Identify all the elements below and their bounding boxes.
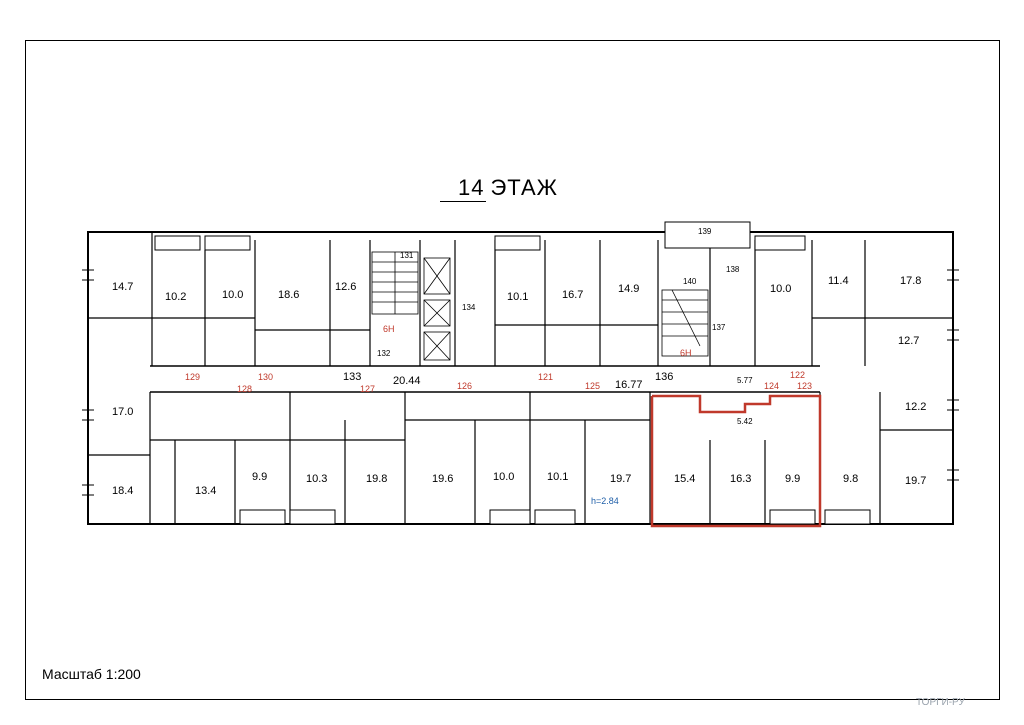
highlight-room-main: 15.4	[674, 473, 695, 485]
room-area: 17.0	[112, 406, 133, 418]
room-area: 10.3	[306, 473, 327, 485]
apartment-number-126: 126	[457, 381, 472, 391]
room-area: 18.6	[278, 289, 299, 301]
room-area: 14.9	[618, 283, 639, 295]
apartment-number-128: 128	[237, 384, 252, 394]
floor-number: 14	[440, 175, 487, 202]
building-outline	[87, 231, 954, 525]
room-area: 10.2	[165, 291, 186, 303]
room-area: 9.9	[252, 471, 267, 483]
room-139-label: 139	[698, 227, 712, 236]
highlighted-apartment-outline	[650, 394, 822, 528]
floor-word: ЭТАЖ	[490, 175, 558, 200]
corridor-right-number: 136	[655, 371, 673, 383]
corridor-number: 133	[343, 371, 361, 383]
drawing-sheet-border	[25, 40, 1000, 700]
apartment-number-122: 122	[790, 370, 805, 380]
room-area: 12.6	[335, 281, 356, 293]
room-area: 9.8	[843, 473, 858, 485]
corridor-length: 20.44	[393, 375, 421, 387]
room-area: 14.7	[112, 281, 133, 293]
room-area: 13.4	[195, 485, 216, 497]
room-138-label: 138	[726, 265, 740, 274]
apartment-number-121: 121	[538, 372, 553, 382]
stair-right	[661, 289, 709, 357]
room-area: 19.8	[366, 473, 387, 485]
room-area: 10.0	[222, 289, 243, 301]
room-area: 12.7	[898, 335, 919, 347]
highlight-room-kitchen: 9.9	[785, 473, 800, 485]
room-area: 12.2	[905, 401, 926, 413]
highlight-room-second: 16.3	[730, 473, 751, 485]
room-area: 10.1	[507, 291, 528, 303]
corridor-right-width: 5.77	[737, 376, 753, 385]
lift-shafts-left	[423, 257, 451, 361]
bottom-partitions	[88, 392, 953, 524]
lift-left-number: 134	[462, 303, 476, 312]
room-area: 18.4	[112, 485, 133, 497]
stair-left	[371, 251, 419, 315]
corridor-right-length: 16.77	[615, 379, 643, 391]
room-132-label: 132	[377, 349, 391, 358]
room-area: 17.8	[900, 275, 921, 287]
room-area: 10.0	[770, 283, 791, 295]
apartment-number-124: 124	[764, 381, 779, 391]
top-partitions	[88, 232, 953, 366]
ceiling-height-note: h=2.84	[591, 496, 619, 506]
shaft-left-label: 6Н	[383, 324, 395, 334]
apartment-number-125: 125	[585, 381, 600, 391]
apartment-number-127: 127	[360, 384, 375, 394]
window-marks	[82, 269, 959, 496]
stair-left-number: 131	[400, 251, 414, 260]
room-area: 10.1	[547, 471, 568, 483]
scale-label: Масштаб 1:200	[42, 666, 141, 682]
room-area: 16.7	[562, 289, 583, 301]
watermark: ТОРГИ-РУ	[916, 697, 965, 708]
apartment-number-129: 129	[185, 372, 200, 382]
lift-right-number: 137	[712, 323, 726, 332]
room-area: 11.4	[828, 275, 849, 287]
shaft-right-label: 6Н	[680, 348, 692, 358]
room-area: 10.0	[493, 471, 514, 483]
stair-right-number: 140	[683, 277, 697, 286]
room-area: 19.6	[432, 473, 453, 485]
balconies	[154, 221, 871, 525]
highlight-hall: 5.42	[737, 417, 753, 426]
room-area: 19.7	[610, 473, 631, 485]
room-area: 19.7	[905, 475, 926, 487]
apartment-number-123: 123	[797, 381, 812, 391]
apartment-number-130: 130	[258, 372, 273, 382]
